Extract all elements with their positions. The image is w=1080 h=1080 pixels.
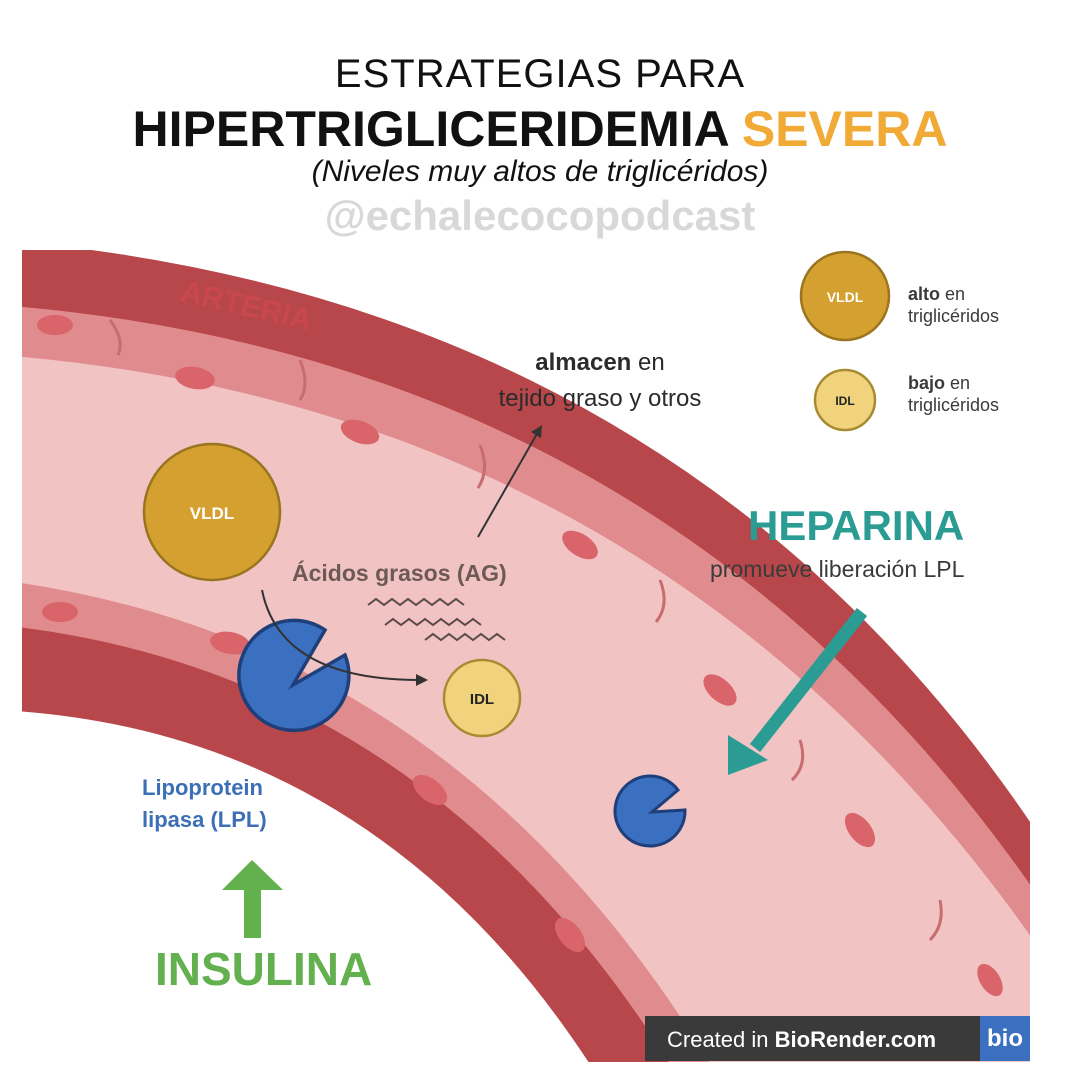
legend-idl-symbol: [813, 368, 877, 432]
legend-idl-line2: triglicéridos: [908, 395, 1000, 415]
heparin-arrow: [749, 607, 868, 753]
legend-vldl-bold: alto: [908, 284, 941, 304]
lpl-line-1: Lipoprotein: [142, 775, 263, 800]
lpl-enzyme-small: [613, 774, 687, 848]
legend-idl-description: bajo en triglicéridos: [908, 372, 999, 416]
legend-idl-bold: bajo: [908, 373, 946, 393]
artery-wall-bottom-outer: [22, 627, 669, 1062]
biorender-watermark: Created in BioRender.com bio: [645, 1016, 1030, 1061]
cell-nucleus: [340, 419, 380, 445]
cell-nucleus: [977, 963, 1003, 997]
cell-nucleus: [844, 812, 876, 848]
title-highlight: SEVERA: [741, 101, 948, 157]
heparin-arrowhead: [728, 735, 768, 775]
storage-rest: en: [638, 349, 665, 376]
cell-nucleus: [37, 315, 73, 335]
conversion-arrowhead: [416, 674, 428, 686]
legend-idl-text: IDL: [835, 394, 854, 408]
cell-nucleus: [703, 674, 737, 706]
heparin-description: promueve liberación LPL: [710, 556, 965, 582]
cell-nucleus: [42, 602, 78, 622]
cell-nucleus: [412, 774, 448, 806]
lpl-enzyme: [237, 618, 351, 733]
vldl-text: VLDL: [190, 504, 234, 523]
biorender-brand: BioRender.com: [774, 1027, 937, 1052]
legend-vldl-rest: en: [945, 284, 966, 304]
lpl-line-2: lipasa (LPL): [142, 807, 267, 832]
insulin-arrow-shaft: [244, 888, 261, 938]
title-line-1: ESTRATEGIAS PARA: [334, 52, 746, 96]
title-main: HIPERTRIGLICERIDEMIA: [132, 101, 728, 157]
cell-nucleus: [175, 366, 215, 390]
artery-wall-top: [22, 250, 1030, 925]
conversion-arrow: [261, 589, 421, 681]
title-line-2: HIPERTRIGLICERIDEMIA SEVERA: [0, 100, 1080, 158]
legend-vldl-line2: triglicéridos: [908, 306, 1000, 326]
insulin-label: INSULINA: [155, 943, 373, 995]
vldl-particle: [142, 442, 282, 582]
heparin-title: HEPARINA: [748, 502, 965, 549]
cell-nucleus: [210, 631, 250, 655]
idl-particle: [442, 658, 522, 738]
fatty-acids-label: Ácidos grasos (AG): [292, 560, 507, 586]
legend-idl-rest: en: [950, 373, 971, 393]
storage-bold: almacen: [535, 349, 632, 376]
storage-arrow: [477, 431, 539, 538]
storage-line2: tejido graso y otros: [498, 385, 702, 412]
biorender-logo: bio: [980, 1016, 1030, 1061]
storage-label: almacen en tejido graso y otros: [490, 345, 710, 417]
legend-vldl-symbol: [799, 250, 891, 342]
artery-lumen: [22, 282, 1030, 1062]
fatty-acid-chains: [367, 597, 506, 642]
biorender-prefix: Created in: [667, 1027, 769, 1052]
insulin-arrowhead: [222, 860, 283, 890]
legend-vldl-description: alto en triglicéridos: [908, 283, 999, 327]
social-handle: @echalecocopodcast: [324, 192, 756, 239]
biorender-text: Created in BioRender.com: [667, 1027, 936, 1053]
subtitle: (Niveles muy altos de triglicéridos): [311, 155, 769, 188]
legend-vldl-text: VLDL: [827, 289, 864, 305]
cell-nucleus: [562, 530, 598, 560]
cell-nucleus: [554, 917, 586, 953]
idl-text: IDL: [470, 691, 494, 708]
lpl-label: Lipoprotein lipasa (LPL): [142, 772, 267, 836]
storage-arrowhead: [531, 425, 542, 438]
